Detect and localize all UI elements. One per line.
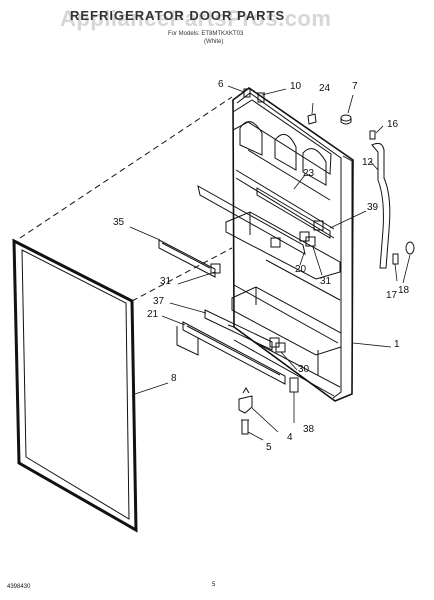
dashed-guide-line xyxy=(131,247,233,302)
color-subtitle: (White) xyxy=(204,39,224,45)
callout-39: 39 xyxy=(367,202,379,213)
document-number: 4398430 xyxy=(7,584,31,590)
handle-screw-16 xyxy=(369,130,376,140)
callout-31: 31 xyxy=(320,276,332,287)
door-button xyxy=(340,114,352,125)
callout-17: 17 xyxy=(386,290,398,301)
callout-21: 21 xyxy=(147,309,159,320)
leader-lines xyxy=(129,85,411,441)
callout-35: 35 xyxy=(113,217,125,228)
door-cap xyxy=(307,113,317,125)
callout-20: 20 xyxy=(295,264,307,275)
callout-18: 18 xyxy=(398,285,410,296)
model-subtitle: For Models: ET8MTKXKT03 xyxy=(168,31,244,37)
handle-cap-18 xyxy=(405,241,415,255)
shelf-bar-23 xyxy=(256,187,331,239)
shelf-bar-35 xyxy=(158,239,216,278)
page-number: 5 xyxy=(212,582,216,588)
callout-12: 12 xyxy=(362,157,374,168)
door-handle xyxy=(371,142,391,269)
callout-1: 1 xyxy=(394,339,400,350)
callout-7: 7 xyxy=(352,81,358,92)
shelf-bar-37 xyxy=(204,309,273,351)
bottom-hinge-bracket xyxy=(238,387,253,414)
shelf-bar-21 xyxy=(182,321,286,385)
callout-5: 5 xyxy=(266,442,272,453)
watermark: AppliancePartsPros.com xyxy=(60,6,332,31)
hinge-screw xyxy=(241,419,249,435)
top-hinge-screw xyxy=(257,92,265,103)
callout-16: 16 xyxy=(387,119,399,130)
callout-10: 10 xyxy=(290,81,302,92)
shelf-clip xyxy=(210,220,324,353)
callout-6: 6 xyxy=(218,79,224,90)
hinge-pin xyxy=(289,377,299,393)
dashed-guide-line xyxy=(19,96,233,239)
shelf-bar-upper xyxy=(197,185,306,255)
top-hinge-bushing xyxy=(243,88,251,98)
callout-4: 4 xyxy=(287,432,293,443)
door-gasket xyxy=(12,238,138,533)
callout-8: 8 xyxy=(171,373,177,384)
callout-37: 37 xyxy=(153,296,165,307)
callout-31: 31 xyxy=(160,276,172,287)
callout-30: 30 xyxy=(298,364,310,375)
handle-screw-17 xyxy=(392,253,399,265)
callout-23: 23 xyxy=(303,168,315,179)
door-liner xyxy=(176,87,354,402)
diagram-title: REFRIGERATOR DOOR PARTS xyxy=(70,8,286,23)
callout-38: 38 xyxy=(303,424,315,435)
callout-24: 24 xyxy=(319,83,331,94)
